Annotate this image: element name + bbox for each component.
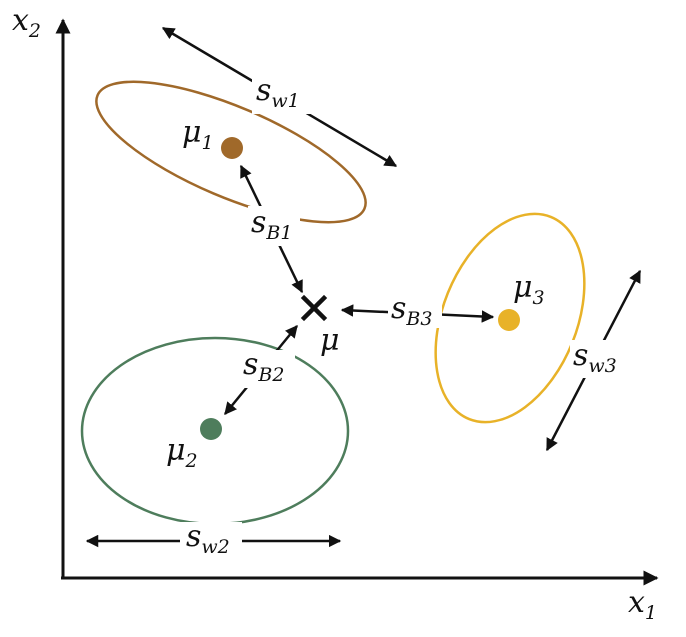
class-1-mean-point: [221, 137, 243, 159]
class-2-cluster: μ2 sw2: [80, 336, 350, 560]
y-axis-label: x2: [12, 3, 41, 42]
class-1-within-label: sw1: [256, 73, 300, 112]
class-1-mean-label: μ1: [182, 115, 214, 154]
between-class-arrows: sB1 sB2 sB3: [224, 164, 495, 415]
class-1-within-label-bg: [252, 74, 312, 114]
class-3-between-label-bg: [388, 290, 442, 328]
class-2-between-label-bg: [241, 350, 295, 388]
class-2-within-label: sw2: [186, 519, 230, 558]
class-3-within-label: sw3: [573, 338, 617, 377]
overall-mean-cross-icon: [300, 294, 328, 322]
class-2-within-label-bg: [180, 522, 242, 560]
class-1-between-label: sB1: [251, 205, 292, 244]
overall-mean-label: μ: [320, 323, 340, 358]
class-3-cluster: μ3 sw3: [434, 212, 642, 452]
class-2-mean-point: [200, 418, 222, 440]
class-3-within-label-bg: [570, 340, 620, 378]
x-axis-label: x1: [628, 585, 657, 624]
class-3-mean-label: μ3: [513, 270, 545, 309]
class-2-mean-label: μ2: [166, 433, 198, 472]
class-3-mean-point: [498, 309, 520, 331]
class-1-between-label-bg: [248, 206, 300, 246]
class-1-cluster: μ1 sw1: [95, 26, 398, 224]
axes: x2 x1: [12, 3, 659, 624]
overall-mean: μ: [300, 294, 340, 358]
class-2-between-label: sB2: [243, 347, 284, 386]
class-3-between-label: sB3: [391, 291, 432, 330]
